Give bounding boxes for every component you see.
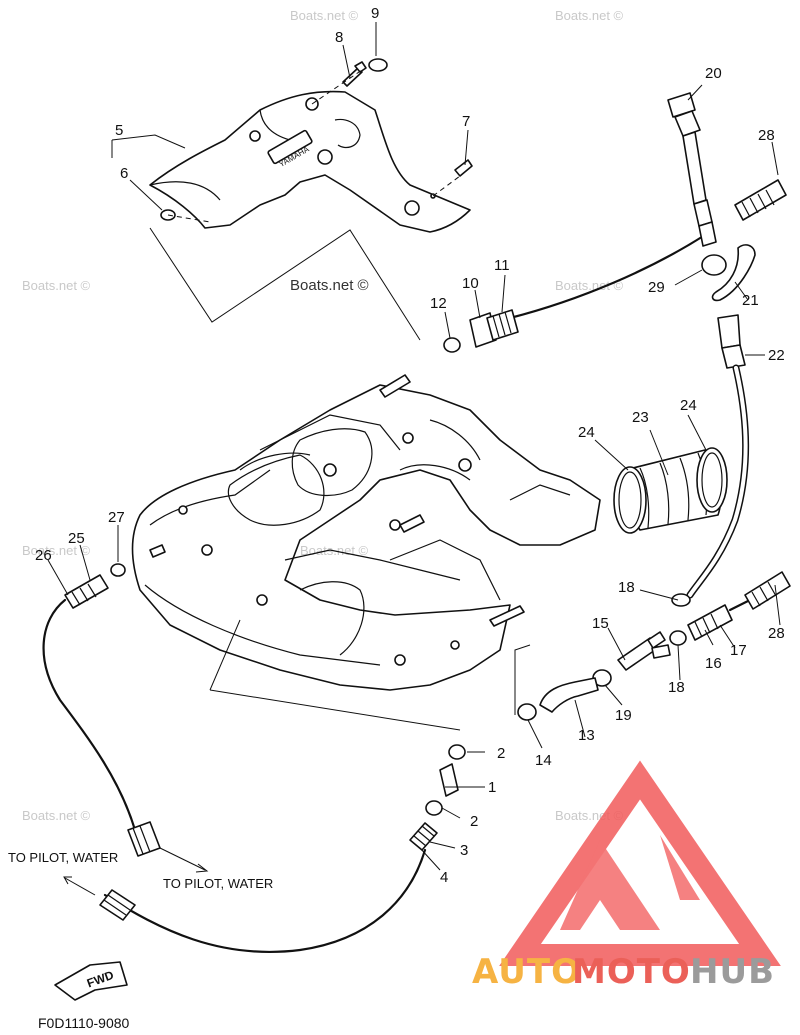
hose-11 — [486, 309, 519, 341]
clamp-2-top — [448, 744, 466, 760]
callout-26: 26 — [35, 547, 52, 564]
callout-22: 22 — [768, 347, 785, 364]
watermark-4: Boats.net © — [555, 278, 624, 293]
automotohub-logo: AUTO MOTO HUB — [472, 760, 781, 992]
callout-1: 1 — [488, 779, 496, 796]
watermark-5: Boats.net © — [22, 543, 91, 558]
callout-10: 10 — [462, 275, 479, 292]
callout-23: 23 — [632, 409, 649, 426]
callout-2-top: 2 — [497, 745, 505, 762]
callout-24-left: 24 — [578, 424, 595, 441]
clamp-12 — [443, 337, 461, 353]
bolt-cap — [368, 58, 388, 72]
hose-25 — [64, 574, 109, 609]
callout-18-lower: 18 — [668, 679, 685, 696]
callout-11: 11 — [494, 257, 510, 274]
callout-2-bottom: 2 — [470, 813, 478, 830]
clamp-18-lower — [669, 630, 687, 646]
hose-clamp-right — [696, 447, 728, 513]
callout-17: 17 — [730, 642, 747, 659]
watermark-1: Boats.net © — [290, 8, 359, 23]
logo-moto: MOTO — [572, 952, 691, 992]
fwd-arrow: FWD — [54, 961, 128, 1001]
logo-auto: AUTO — [472, 952, 581, 992]
callout-20: 20 — [705, 65, 722, 82]
callout-28-top: 28 — [758, 127, 775, 144]
hose-16 — [687, 604, 733, 641]
hose-3 — [409, 822, 438, 851]
callout-14: 14 — [535, 752, 552, 769]
pilot-hose-end-lower — [99, 889, 136, 921]
callout-16: 16 — [705, 655, 722, 672]
muffler-body — [131, 374, 601, 691]
callout-13: 13 — [578, 727, 595, 744]
callout-27: 27 — [108, 509, 125, 526]
cover-bolt — [342, 61, 367, 87]
hose-13 — [539, 677, 599, 713]
hose-28-top — [734, 179, 787, 221]
clamp-18-upper — [671, 593, 691, 607]
callout-29: 29 — [648, 279, 665, 296]
note-pilot-right: TO PILOT, WATER — [163, 876, 273, 891]
watermark-3: Boats.net © — [22, 278, 91, 293]
exhaust-cover: YAMAHA — [149, 90, 471, 233]
callout-25: 25 — [68, 530, 85, 547]
center-watermark: Boats.net © — [290, 277, 369, 294]
clamp-27 — [110, 563, 126, 577]
watermark-7: Boats.net © — [22, 808, 91, 823]
callout-24-right: 24 — [680, 397, 697, 414]
clamp-2-bottom — [425, 800, 443, 816]
nut-29 — [701, 254, 727, 276]
cap-21 — [711, 244, 756, 302]
callout-19: 19 — [615, 707, 632, 724]
note-pilot-left: TO PILOT, WATER — [8, 850, 118, 865]
y-fitting-15 — [617, 631, 671, 671]
callout-4: 4 — [440, 869, 448, 886]
callout-15: 15 — [592, 615, 609, 632]
logo-hub: HUB — [690, 952, 775, 992]
callout-12: 12 — [430, 295, 447, 312]
figure-code: F0D1110-9080 — [38, 1015, 130, 1031]
callout-28-bottom: 28 — [768, 625, 785, 642]
fitting-22 — [717, 314, 746, 369]
callout-3: 3 — [460, 842, 468, 859]
pilot-hose-end-upper — [127, 821, 161, 857]
hose-28-bottom — [744, 571, 791, 610]
callout-7: 7 — [462, 113, 470, 130]
clamp-14 — [517, 703, 537, 721]
callout-21: 21 — [742, 292, 759, 309]
callout-9: 9 — [371, 5, 379, 22]
callout-18-upper: 18 — [618, 579, 635, 596]
watermark-2: Boats.net © — [555, 8, 624, 23]
fitting-20 — [667, 92, 717, 247]
hose-clamp-left — [613, 466, 647, 534]
callout-5: 5 — [115, 122, 123, 139]
fitting-1 — [439, 763, 459, 797]
callout-8: 8 — [335, 29, 343, 46]
clip-7 — [454, 159, 473, 177]
callout-6: 6 — [120, 165, 128, 182]
